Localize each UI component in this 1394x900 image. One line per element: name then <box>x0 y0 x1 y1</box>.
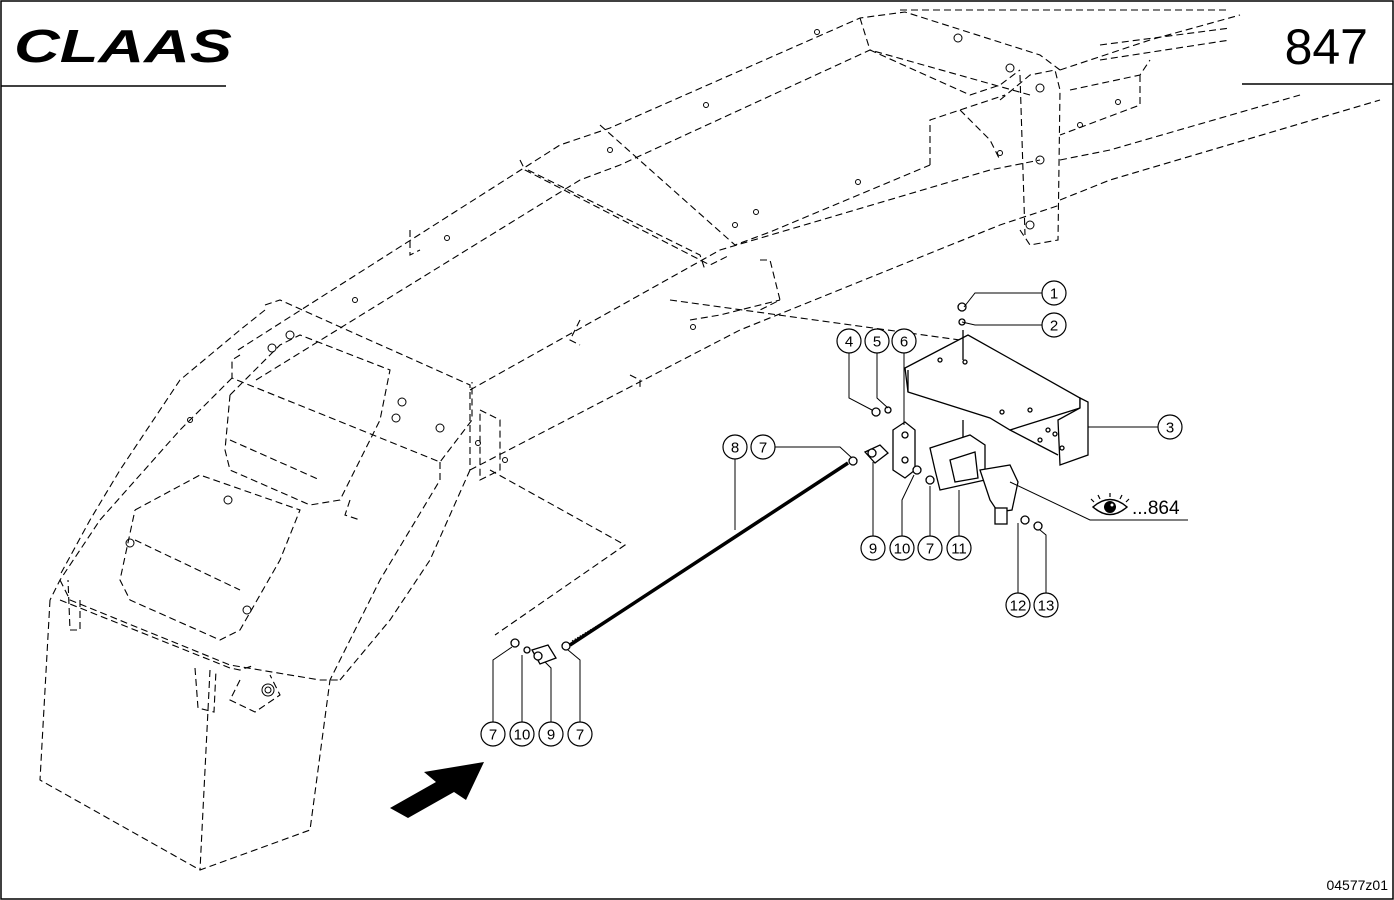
svg-text:6: 6 <box>900 334 908 351</box>
svg-text:9: 9 <box>547 727 555 744</box>
svg-text:8: 8 <box>731 440 739 457</box>
callout-6: 6 <box>891 328 917 354</box>
svg-text:7: 7 <box>926 541 934 558</box>
callout-8: 8 <box>722 434 748 460</box>
callouts: 1 2 3 4 5 6 7 8 9 10 7 11 12 13 7 10 9 7 <box>480 280 1183 747</box>
svg-text:5: 5 <box>873 334 881 351</box>
callout-7-lower-right: 7 <box>567 721 593 747</box>
svg-text:1: 1 <box>1050 286 1058 303</box>
callout-9-lower: 9 <box>538 721 564 747</box>
callout-7-lower-left: 7 <box>480 721 506 747</box>
svg-text:7: 7 <box>576 727 584 744</box>
callout-4: 4 <box>836 328 862 354</box>
brand-logo: CLAAS <box>14 20 232 72</box>
eye-icon <box>1090 493 1130 516</box>
svg-text:10: 10 <box>894 541 911 558</box>
svg-text:11: 11 <box>951 541 967 558</box>
frame-bolts <box>125 29 1121 697</box>
view-direction-arrow <box>390 762 484 818</box>
callout-10-lower: 10 <box>509 721 535 747</box>
bracket-assembly <box>510 302 1089 665</box>
callout-2: 2 <box>1041 312 1067 338</box>
callout-9-upper: 9 <box>860 535 886 561</box>
svg-text:7: 7 <box>489 727 497 744</box>
svg-text:7: 7 <box>759 440 767 457</box>
callout-3: 3 <box>1157 414 1183 440</box>
callout-7-mid: 7 <box>917 535 943 561</box>
cross-reference[interactable]: ...864 <box>1090 493 1180 519</box>
svg-text:12: 12 <box>1010 598 1027 615</box>
callout-10-upper: 10 <box>889 535 915 561</box>
svg-text:4: 4 <box>845 334 853 351</box>
svg-text:9: 9 <box>869 541 877 558</box>
page-number: 847 <box>1285 19 1368 75</box>
callout-7-upper: 7 <box>750 434 776 460</box>
callout-12: 12 <box>1005 592 1031 618</box>
callout-1: 1 <box>1041 280 1067 306</box>
svg-text:13: 13 <box>1038 598 1055 615</box>
callout-13: 13 <box>1033 592 1059 618</box>
svg-text:2: 2 <box>1050 318 1058 335</box>
callout-5: 5 <box>864 328 890 354</box>
feeder-housing-outline <box>39 9 1381 871</box>
cross-reference-text: ...864 <box>1132 498 1180 519</box>
callout-leaders <box>492 292 1188 722</box>
svg-text:10: 10 <box>514 727 531 744</box>
svg-text:3: 3 <box>1166 420 1174 437</box>
drawing-code: 04577z01 <box>1326 877 1388 893</box>
callout-11: 11 <box>946 535 972 561</box>
